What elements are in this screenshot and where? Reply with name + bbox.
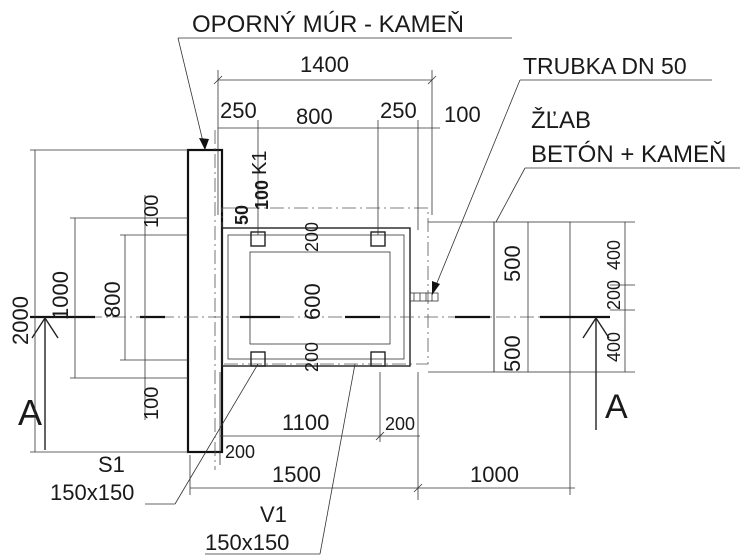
dim-250a: 250 (220, 98, 257, 123)
dim-250b: 250 (380, 98, 417, 123)
label-v1: V1 (260, 502, 287, 527)
section-arrow-left (31, 316, 59, 450)
dim-lines-right (527, 221, 635, 373)
section-label-right: A (605, 388, 628, 426)
dim-50: 50 (232, 205, 252, 225)
dim-200-a: 200 (302, 222, 322, 252)
dim-200-r: 200 (604, 280, 624, 310)
dim-400-a: 400 (604, 240, 624, 270)
dim-200-d: 200 (225, 442, 255, 462)
dim-1100: 1100 (282, 410, 329, 435)
dim-500-b: 500 (500, 335, 525, 372)
retaining-wall (186, 148, 224, 454)
label-gutter-2: BETÓN + KAMEŇ (531, 141, 726, 168)
dim-1000-left: 1000 (48, 271, 73, 320)
dim-800-top: 800 (296, 104, 333, 129)
dim-100-upper: 100 (141, 195, 163, 228)
post-bottom-right (370, 351, 386, 367)
dim-1400: 1400 (300, 52, 349, 77)
frame-core (249, 251, 391, 345)
label-gutter-1: ŽĽAB (531, 107, 591, 134)
label-k1: K1 (249, 151, 271, 175)
dim-600: 600 (300, 283, 325, 320)
pipe-dn50 (409, 292, 439, 302)
dim-1000-bottom: 1000 (470, 462, 519, 487)
label-s1-size: 150x150 (50, 480, 134, 505)
label-v1-size: 150x150 (205, 530, 289, 555)
dim-200-c: 200 (385, 414, 415, 434)
label-wall: OPORNÝ MÚR - KAMEŇ (192, 11, 464, 38)
dim-200-b: 200 (302, 342, 322, 372)
label-pipe: TRUBKA DN 50 (523, 53, 687, 79)
dim-100-top: 100 (444, 102, 481, 127)
dim-lines-left (30, 149, 188, 453)
dim-100-k: 100 (252, 180, 272, 210)
section-label-left: A (18, 392, 42, 433)
dim-800-left: 800 (100, 281, 125, 318)
dim-lines-bottom (189, 372, 575, 500)
frame-inner (227, 234, 405, 360)
label-s1: S1 (98, 452, 125, 477)
dim-lines-top (213, 70, 440, 235)
dim-400-b: 400 (604, 332, 624, 362)
dim-2000: 2000 (8, 296, 33, 345)
dim-1500: 1500 (272, 462, 321, 487)
dim-100-lower: 100 (141, 387, 163, 420)
section-arrow-right (582, 316, 610, 430)
structure-outline (221, 207, 429, 365)
post-bottom-left (250, 351, 266, 367)
dim-500-a: 500 (500, 245, 525, 282)
